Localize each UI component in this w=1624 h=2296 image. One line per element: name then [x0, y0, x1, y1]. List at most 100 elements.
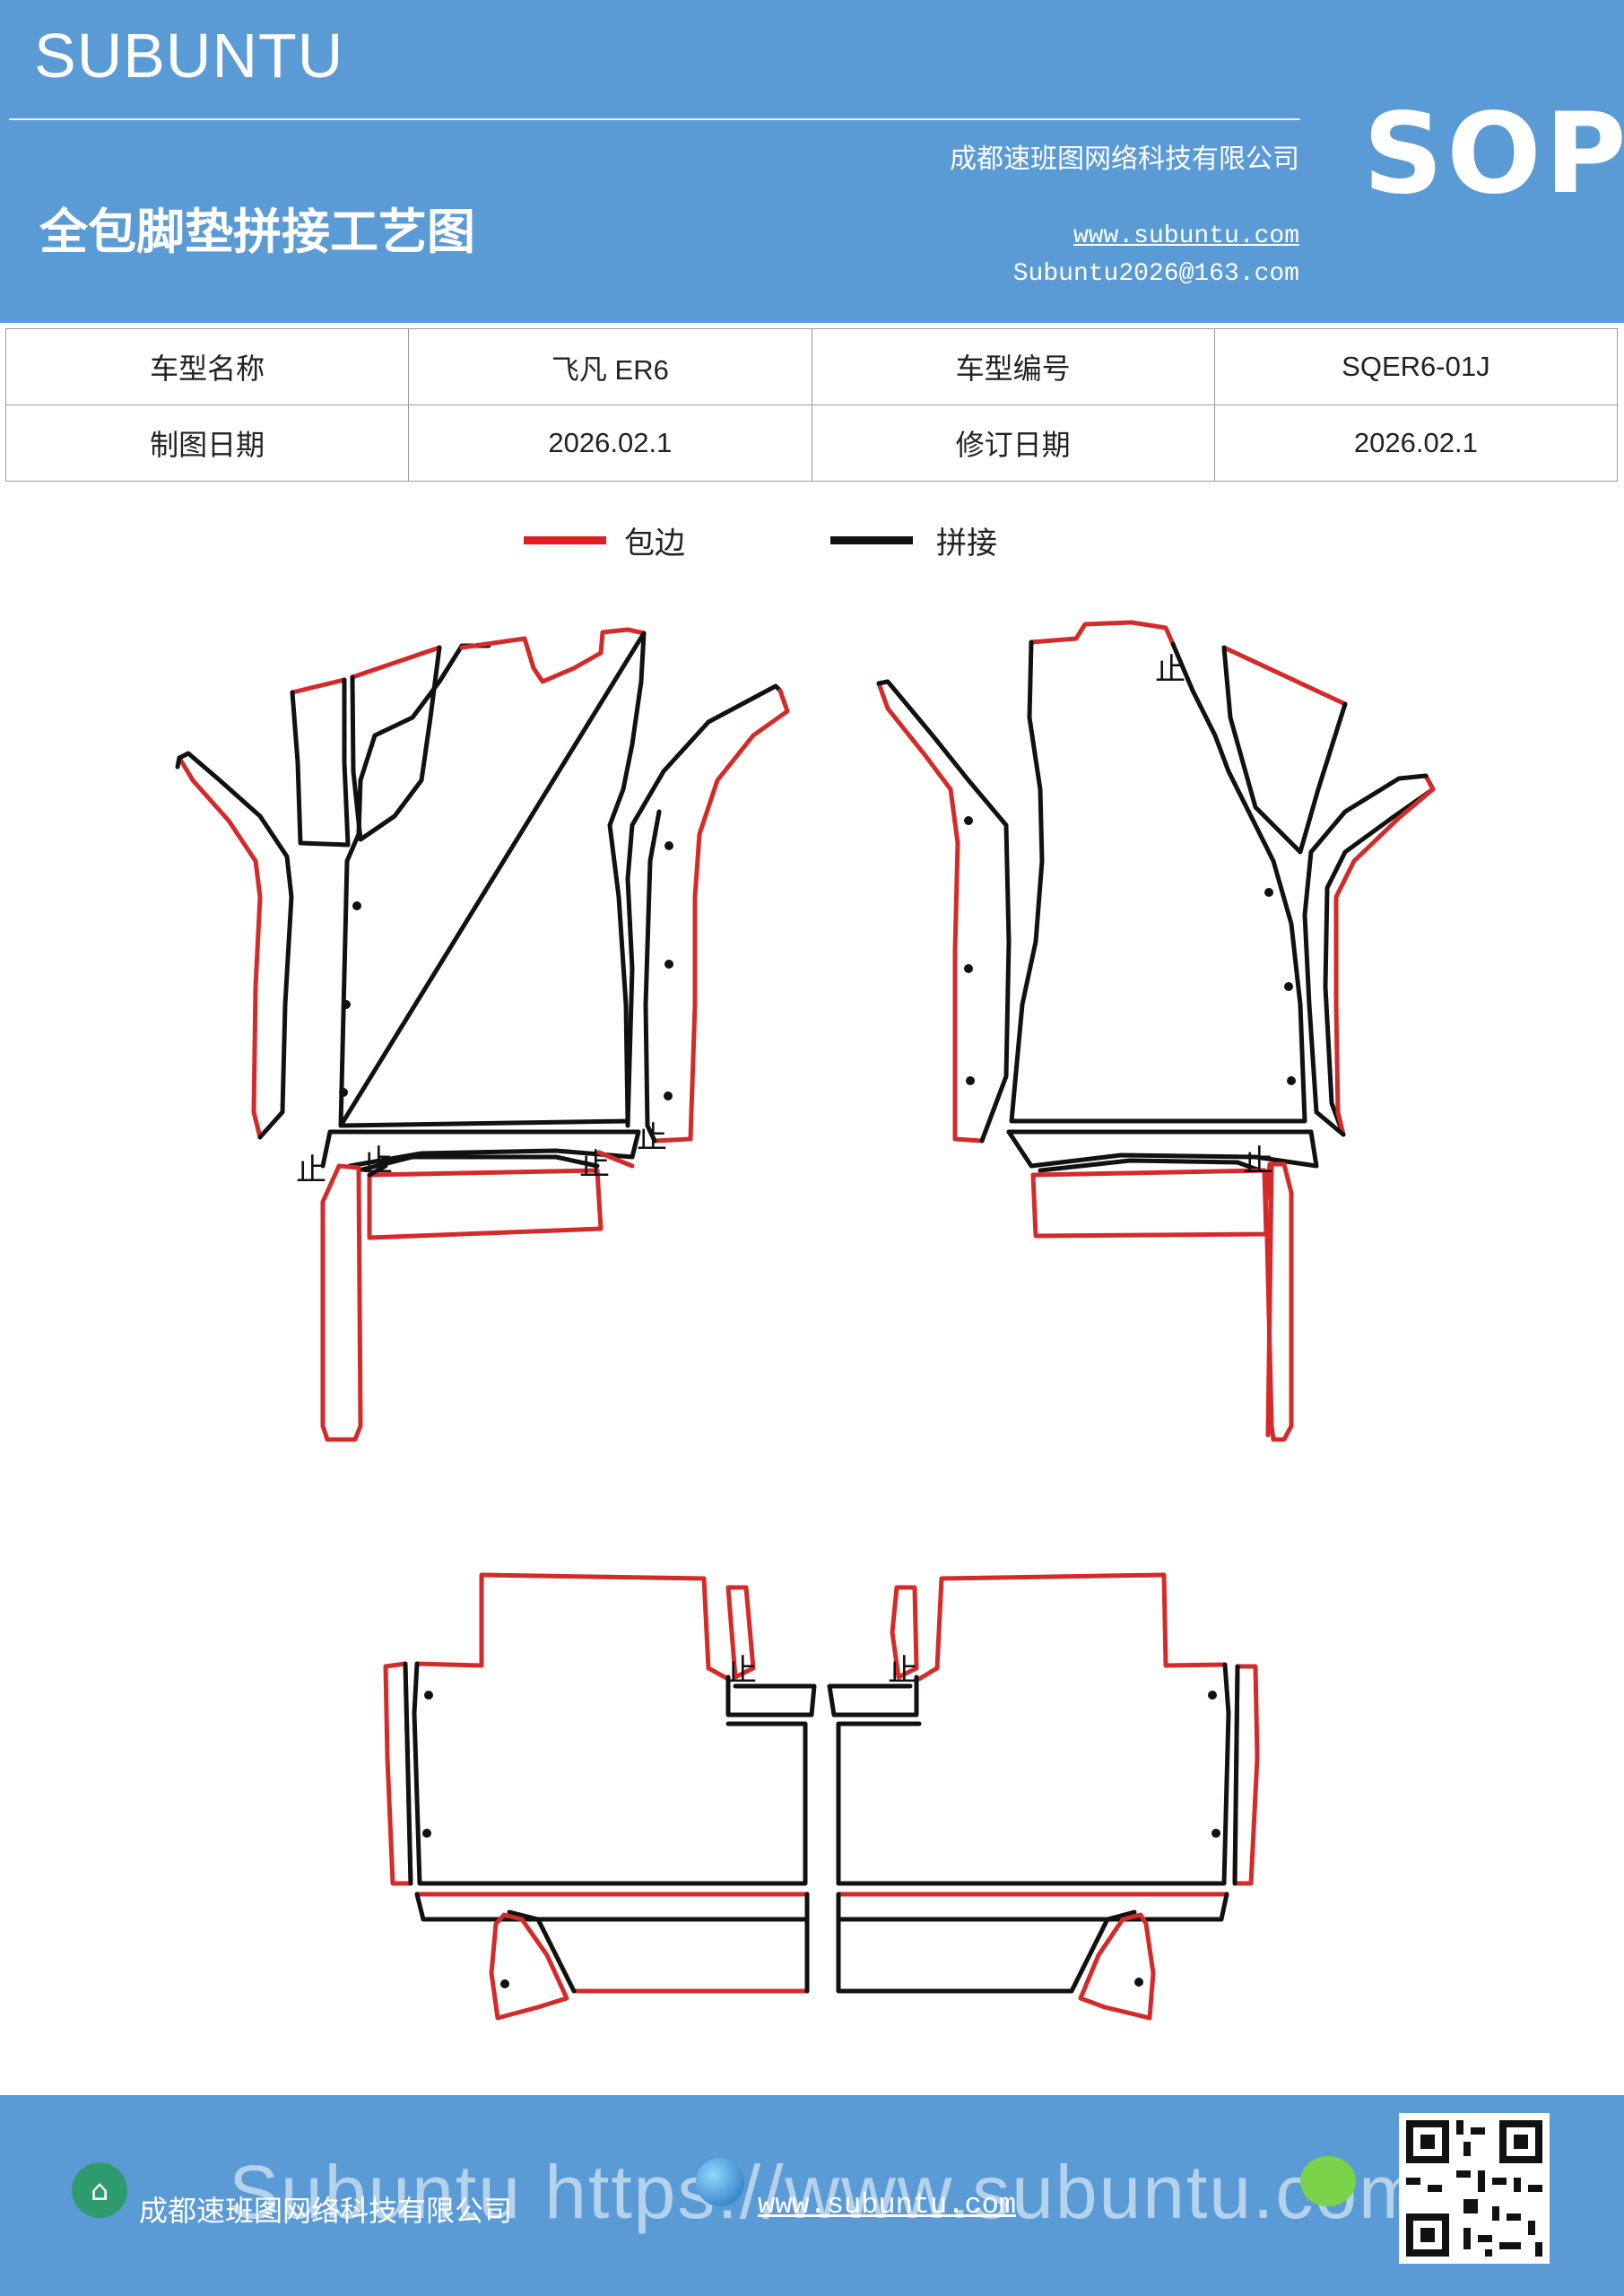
fastener-dot	[1134, 1978, 1143, 1987]
footer-watermark: Subuntu https://www.subuntu.com	[229, 2150, 1424, 2234]
page-header: SUBUNTU 成都速班图网络科技有限公司 www.subuntu.com Su…	[0, 0, 1624, 323]
model-info-table: 车型名称 飞凡 ER6 车型编号 SQER6-01J 制图日期 2026.02.…	[4, 328, 1619, 482]
seam-line	[290, 677, 351, 848]
fastener-dot	[664, 960, 673, 969]
email-address: Subuntu2026@163.com	[1012, 260, 1299, 288]
table-cell: 制图日期	[4, 404, 410, 482]
fastener-dot	[352, 901, 361, 910]
edge-line	[367, 1168, 604, 1240]
edge-line	[320, 1163, 363, 1442]
home-icon: ⌂	[72, 2162, 127, 2218]
seam-line	[625, 683, 783, 1128]
footer-website-link[interactable]: www.subuntu.com	[758, 2188, 1017, 2222]
table-cell: 车型名称	[4, 328, 410, 405]
edge-line	[1029, 620, 1176, 647]
fastener-dot	[964, 964, 973, 973]
edge-line	[1265, 1163, 1274, 1438]
seam-line	[643, 809, 662, 1144]
table-row: 制图日期 2026.02.1 修订日期 2026.02.1	[4, 404, 1619, 482]
fastener-dot	[424, 1691, 433, 1700]
seam-line	[320, 1129, 641, 1169]
footer-company: 成都速班图网络科技有限公司	[139, 2194, 513, 2228]
stop-mark: 止	[296, 1152, 326, 1188]
sop-badge: SOP	[1363, 90, 1624, 219]
seam-line	[1232, 1664, 1240, 1886]
legend-swatch-seam	[830, 536, 913, 544]
page-footer: Subuntu https://www.subuntu.com ⌂ 成都速班图网…	[0, 2095, 1624, 2296]
fastener-dot	[500, 1979, 509, 1988]
stop-mark: 止	[1243, 1144, 1273, 1179]
fastener-dot	[964, 816, 973, 825]
edge-line	[916, 1572, 1228, 1682]
stop-mark: 止	[726, 1653, 757, 1689]
legend-label-edging: 包边	[624, 526, 685, 561]
fastener-dot	[1264, 888, 1273, 897]
seam-line	[1221, 645, 1348, 855]
table-row: 车型名称 飞凡 ER6 车型编号 SQER6-01J	[4, 328, 1619, 405]
website-link[interactable]: www.subuntu.com	[1073, 222, 1299, 250]
seam-line	[827, 1674, 919, 1718]
seam-line	[367, 1163, 388, 1178]
seam-line	[1038, 1158, 1263, 1173]
legend-label-seam: 拼接	[936, 526, 997, 561]
seam-line	[338, 643, 491, 1128]
seam-line	[1323, 773, 1436, 1137]
legend-swatch-edging	[524, 536, 606, 544]
seam-line	[403, 1661, 413, 1886]
edge-line	[290, 677, 347, 695]
stop-mark: 止	[637, 1120, 667, 1156]
seam-line	[350, 645, 442, 842]
edge-line	[890, 1585, 919, 1680]
seam-line	[836, 1662, 1231, 1886]
edge-line	[725, 1585, 756, 1680]
fastener-dot	[339, 1088, 348, 1097]
table-cell: 修订日期	[811, 404, 1215, 482]
seam-line	[338, 631, 647, 1128]
front-right-mat	[876, 620, 1436, 1442]
table-cell: 2026.02.1	[408, 404, 812, 482]
front-left-mat	[175, 627, 790, 1442]
fastener-dot	[1284, 982, 1293, 991]
legend: 包边 拼接	[524, 518, 1151, 581]
rear-left-mat	[383, 1572, 817, 2021]
edge-line	[177, 755, 263, 1140]
edge-line	[1333, 773, 1436, 1137]
brand-name: SUBUNTU	[34, 21, 344, 91]
stop-mark: 止	[579, 1147, 610, 1183]
seam-line	[1302, 773, 1429, 1137]
seam-line	[175, 755, 182, 770]
seam-line	[1069, 1909, 1137, 1994]
seam-line	[412, 1661, 808, 1886]
edge-line	[459, 627, 647, 684]
table-cell: 飞凡 ER6	[408, 328, 812, 405]
header-divider	[9, 118, 1300, 120]
seam-line	[1009, 639, 1307, 1124]
edge-line	[1078, 1912, 1156, 2021]
fastener-dot	[966, 1076, 975, 1085]
table-cell: SQER6-01J	[1213, 328, 1619, 405]
stop-mark: 止	[362, 1144, 393, 1179]
rear-right-mat	[827, 1572, 1260, 2021]
edge-line	[596, 1150, 635, 1169]
edge-line	[383, 1661, 413, 1886]
stop-mark: 止	[1155, 652, 1185, 688]
edge-line	[350, 645, 442, 680]
qr-code-icon	[1399, 2113, 1550, 2264]
wechat-icon	[1300, 2156, 1356, 2206]
seam-line	[507, 1909, 577, 1994]
seam-line	[725, 1674, 817, 1718]
document-title: 全包脚垫拼接工艺图	[39, 204, 475, 260]
globe-icon	[696, 2158, 744, 2206]
stop-mark: 止	[888, 1653, 918, 1689]
edge-line	[1221, 645, 1348, 707]
table-cell: 车型编号	[811, 328, 1215, 405]
fastener-dot	[1208, 1691, 1217, 1700]
fastener-dot	[1287, 1076, 1296, 1085]
edge-line	[414, 1572, 731, 1682]
fastener-dot	[342, 1000, 351, 1009]
seam-line	[876, 679, 1012, 1144]
edge-line	[489, 1912, 569, 2021]
seam-line	[1006, 1129, 1319, 1169]
seam-line	[836, 1892, 1074, 1994]
fastener-dot	[664, 841, 673, 850]
